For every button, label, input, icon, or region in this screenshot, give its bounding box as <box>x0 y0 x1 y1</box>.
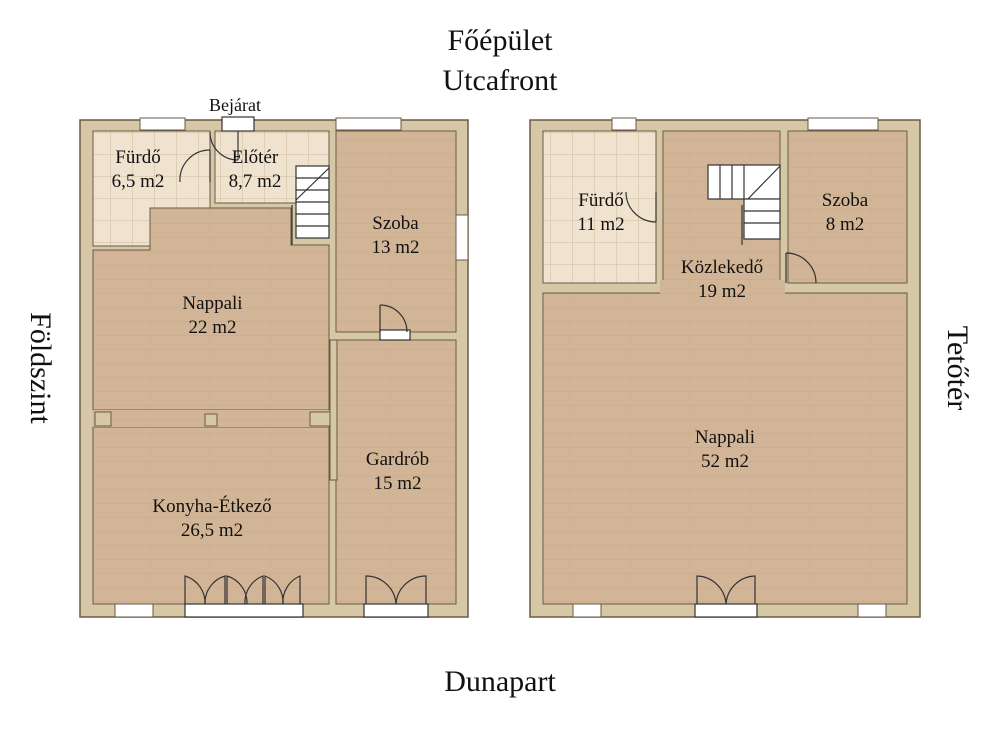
room-name: Nappali <box>694 427 756 448</box>
ground-floor-label: Földszint <box>23 312 57 424</box>
room-name: Gardrób <box>365 449 430 470</box>
room-label: Gardrób 15 m2 <box>345 448 450 496</box>
column <box>204 413 218 427</box>
attic-plan <box>529 117 921 618</box>
room-label: Nappali 22 m2 <box>155 292 270 340</box>
ground-wardrobe-floor <box>335 339 457 605</box>
room-area: 52 m2 <box>700 450 750 472</box>
room-name: Szoba <box>372 213 419 234</box>
room-area: 11 m2 <box>577 213 625 235</box>
entrance-door <box>209 116 255 161</box>
ground-patio-doors <box>184 575 429 618</box>
attic-stairs <box>707 164 781 245</box>
room-name: Közlekedő <box>680 257 764 278</box>
room-label: Fürdő 11 m2 <box>556 189 646 237</box>
room-name: Fürdő <box>578 190 624 211</box>
room-name: Nappali <box>182 293 243 314</box>
ground-windows <box>114 117 469 618</box>
ground-bath-door <box>179 149 211 183</box>
room-area: 8,7 m2 <box>228 170 282 192</box>
room-area: 19 m2 <box>697 280 747 302</box>
room-area: 13 m2 <box>371 236 420 258</box>
attic-living-floor <box>542 292 908 605</box>
ground-room-floor <box>335 130 457 333</box>
room-name: Fürdő <box>115 147 161 168</box>
river-side-label: Dunapart <box>444 665 556 698</box>
room-label: Szoba 8 m2 <box>800 189 890 237</box>
ground-kitchen-floor <box>92 426 330 605</box>
attic-room-door <box>785 252 817 284</box>
room-label: Fürdő 6,5 m2 <box>98 146 178 194</box>
room-name: Konyha-Étkező <box>152 496 272 517</box>
room-area: 6,5 m2 <box>111 170 165 192</box>
room-area: 8 m2 <box>825 213 865 235</box>
attic-bath-door <box>625 191 657 223</box>
entrance-label: Bejárat <box>209 95 261 115</box>
room-name: Előtér <box>231 147 279 168</box>
room-label: Előtér 8,7 m2 <box>210 146 300 194</box>
room-area: 22 m2 <box>188 316 237 338</box>
attic-patio-door <box>694 575 758 618</box>
room-label: Konyha-Étkező 26,5 m2 <box>122 495 302 543</box>
room-label: Közlekedő 19 m2 <box>662 256 782 304</box>
attic-bath-floor <box>542 130 657 284</box>
attic-room-floor <box>787 130 908 284</box>
ground-floor-plan <box>79 116 469 618</box>
room-label: Szoba 13 m2 <box>348 212 443 260</box>
room-area: 26,5 m2 <box>180 519 244 541</box>
building-title: Főépület <box>447 24 553 57</box>
attic-windows <box>572 117 887 618</box>
ground-room-door <box>379 304 411 341</box>
ground-stairs <box>291 165 330 245</box>
room-label: Nappali 52 m2 <box>670 426 780 474</box>
room-name: Szoba <box>821 190 869 211</box>
attic-label: Tetőtér <box>940 325 974 411</box>
room-area: 15 m2 <box>373 472 422 494</box>
street-side-label: Utcafront <box>442 64 558 97</box>
